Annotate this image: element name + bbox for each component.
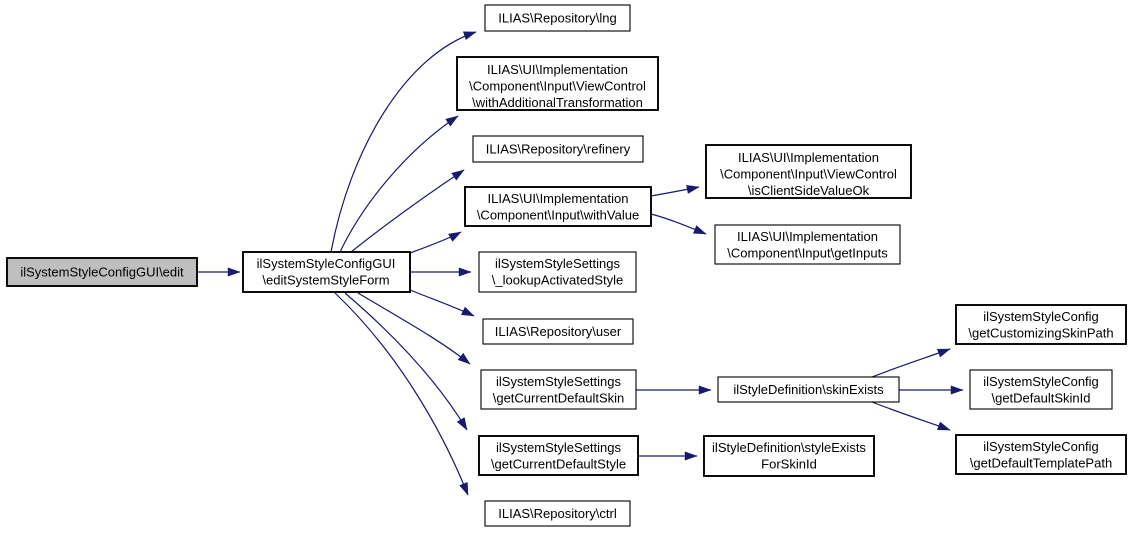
svg-text:ilSystemStyleSettings: ilSystemStyleSettings (496, 374, 621, 389)
node-layer: ilSystemStyleConfigGUI\edit ilSystemStyl… (6, 4, 1127, 527)
node-getdefaultskinid[interactable]: ilSystemStyleConfig \getDefaultSkinId (969, 369, 1113, 410)
edge-editsystemstyleform-to-refinery (350, 169, 465, 253)
svg-text:ForSkinId: ForSkinId (761, 457, 817, 472)
node-ilsystemstyleconfiggui-edit[interactable]: ilSystemStyleConfigGUI\edit (6, 257, 198, 287)
node-getcustomizingskinpath[interactable]: ilSystemStyleConfig \getCustomizingSkinP… (955, 304, 1127, 345)
node-styleexistsforskinid[interactable]: ilStyleDefinition\styleExists ForSkinId (703, 435, 875, 477)
svg-text:ilSystemStyleConfigGUI\edit: ilSystemStyleConfigGUI\edit (20, 265, 184, 280)
node-ilias-repository-user[interactable]: ILIAS\Repository\user (482, 318, 634, 345)
edge-withvalue-to-isclientsidevalueok (650, 184, 700, 197)
svg-text:\getDefaultTemplatePath: \getDefaultTemplatePath (970, 456, 1112, 471)
svg-text:ILIAS\UI\Implementation: ILIAS\UI\Implementation (487, 62, 628, 77)
node-skinexists[interactable]: ilStyleDefinition\skinExists (717, 376, 900, 403)
svg-text:\withAdditionalTransformation: \withAdditionalTransformation (472, 95, 643, 110)
svg-text:\Component\Input\ViewControl: \Component\Input\ViewControl (720, 167, 897, 182)
svg-text:ilSystemStyleConfig: ilSystemStyleConfig (983, 439, 1099, 454)
svg-text:\getCurrentDefaultSkin: \getCurrentDefaultSkin (493, 391, 625, 406)
svg-text:\editSystemStyleForm: \editSystemStyleForm (262, 273, 389, 288)
svg-text:ilStyleDefinition\skinExists: ilStyleDefinition\skinExists (733, 382, 884, 397)
svg-text:ilStyleDefinition\styleExists: ilStyleDefinition\styleExists (712, 440, 866, 455)
svg-text:\_lookupActivatedStyle: \_lookupActivatedStyle (492, 273, 624, 288)
node-isclientsidevalueok[interactable]: ILIAS\UI\Implementation \Component\Input… (705, 144, 912, 199)
svg-text:ILIAS\Repository\lng: ILIAS\Repository\lng (498, 11, 617, 26)
edge-editsystemstyleform-to-user (409, 289, 475, 317)
svg-text:ilSystemStyleConfig: ilSystemStyleConfig (983, 309, 1099, 324)
svg-text:\getCustomizingSkinPath: \getCustomizingSkinPath (968, 326, 1113, 341)
svg-text:ilSystemStyleConfigGUI: ilSystemStyleConfigGUI (257, 256, 396, 271)
node-withadditionaltransformation[interactable]: ILIAS\UI\Implementation \Component\Input… (456, 56, 659, 111)
svg-text:ilSystemStyleSettings: ilSystemStyleSettings (496, 440, 621, 455)
svg-text:ILIAS\Repository\refinery: ILIAS\Repository\refinery (486, 142, 631, 157)
node-lookupactivatedstyle[interactable]: ilSystemStyleSettings \_lookupActivatedS… (478, 251, 637, 293)
node-getcurrentdefaultstyle[interactable]: ilSystemStyleSettings \getCurrentDefault… (478, 435, 639, 476)
svg-text:\Component\Input\getInputs: \Component\Input\getInputs (727, 246, 888, 261)
svg-text:\Component\Input\withValue: \Component\Input\withValue (477, 208, 639, 223)
node-ilias-repository-refinery[interactable]: ILIAS\Repository\refinery (472, 135, 644, 163)
edge-editsystemstyleform-to-withvalue (409, 231, 462, 254)
node-getdefaulttemplatepath[interactable]: ilSystemStyleConfig \getDefaultTemplateP… (955, 434, 1127, 475)
svg-text:ILIAS\Repository\ctrl: ILIAS\Repository\ctrl (498, 506, 617, 521)
node-editsystemstyleform[interactable]: ilSystemStyleConfigGUI \editSystemStyleF… (242, 251, 411, 293)
node-withvalue[interactable]: ILIAS\UI\Implementation \Component\Input… (464, 186, 652, 227)
edge-editsystemstyleform-to-withadditionaltransformation (339, 115, 459, 253)
node-ilias-repository-lng[interactable]: ILIAS\Repository\lng (484, 4, 631, 32)
svg-text:\getCurrentDefaultStyle: \getCurrentDefaultStyle (491, 457, 626, 472)
svg-text:ILIAS\Repository\user: ILIAS\Repository\user (495, 324, 622, 339)
node-getcurrentdefaultskin[interactable]: ilSystemStyleSettings \getCurrentDefault… (480, 369, 637, 410)
edge-withvalue-to-getinputs (650, 213, 707, 235)
edge-editsystemstyleform-to-ctrl (334, 292, 469, 496)
svg-text:ilSystemStyleConfig: ilSystemStyleConfig (983, 374, 1099, 389)
edge-editsystemstyleform-to-getcurrentdefaultstyle (344, 292, 468, 431)
svg-text:\isClientSideValueOk: \isClientSideValueOk (748, 183, 870, 198)
svg-text:ILIAS\UI\Implementation: ILIAS\UI\Implementation (738, 150, 879, 165)
edge-skinexists-to-getdefaulttemplatepath (871, 401, 951, 431)
svg-text:\Component\Input\ViewControl: \Component\Input\ViewControl (469, 79, 646, 94)
edge-skinexists-to-getcustomizingskinpath (871, 348, 951, 378)
edge-editsystemstyleform-to-lng (330, 31, 477, 253)
edge-layer (197, 31, 964, 496)
svg-text:\getDefaultSkinId: \getDefaultSkinId (991, 391, 1090, 406)
svg-text:ILIAS\UI\Implementation: ILIAS\UI\Implementation (488, 191, 629, 206)
node-ilias-repository-ctrl[interactable]: ILIAS\Repository\ctrl (484, 500, 631, 527)
edge-editsystemstyleform-to-getcurrentdefaultskin (357, 292, 471, 365)
svg-text:ilSystemStyleSettings: ilSystemStyleSettings (495, 256, 620, 271)
svg-text:ILIAS\UI\Implementation: ILIAS\UI\Implementation (737, 229, 878, 244)
node-getinputs[interactable]: ILIAS\UI\Implementation \Component\Input… (714, 224, 901, 265)
